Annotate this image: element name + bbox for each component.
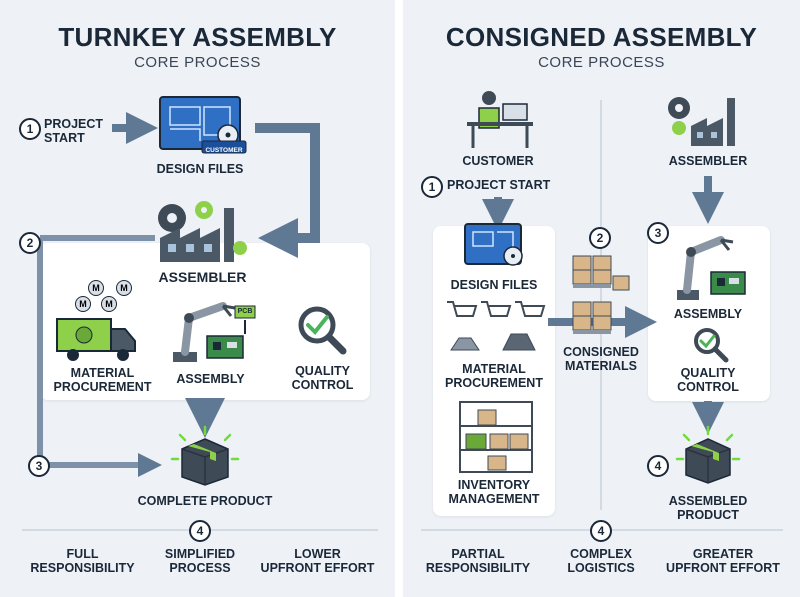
turnkey-title: TURNKEY ASSEMBLY bbox=[58, 22, 337, 52]
consigned-title: CONSIGNED ASSEMBLY bbox=[445, 22, 758, 52]
magnifier-check-icon bbox=[694, 328, 729, 363]
factory-gears-icon bbox=[158, 201, 247, 262]
trait-full-responsibility: FULL RESPONSIBILITY bbox=[30, 547, 135, 575]
assembly-label: ASSEMBLY bbox=[176, 372, 245, 386]
blueprint-icon bbox=[159, 96, 247, 154]
assembled-product-label: ASSEMBLED PRODUCT bbox=[668, 494, 748, 522]
step-4-footer-badge-right: 4 bbox=[590, 520, 612, 542]
customer-label: CUSTOMER bbox=[462, 154, 534, 168]
robot-arm-icon bbox=[173, 302, 256, 362]
step-3-badge: 3 bbox=[28, 455, 50, 477]
material-coin-icon: M bbox=[116, 280, 132, 296]
magnifier-check-icon bbox=[298, 306, 347, 355]
glowing-box-icon bbox=[170, 425, 240, 486]
arrow-design-to-assembler bbox=[255, 123, 320, 258]
robot-arm-icon bbox=[677, 236, 746, 300]
assembly-label-right: ASSEMBLY bbox=[673, 307, 743, 321]
step-1-badge: 1 bbox=[19, 118, 41, 140]
material-coin-icon: M bbox=[101, 296, 117, 312]
quality-control-label: QUALITY CONTROL bbox=[291, 364, 354, 392]
consigned-panel: CONSIGNED ASSEMBLY CORE PROCESS CUSTOMER bbox=[403, 0, 800, 597]
trait-greater-upfront-effort: GREATER UPFRONT EFFORT bbox=[666, 547, 780, 575]
step-4-badge-right: 4 bbox=[647, 455, 669, 477]
shopping-carts-icon bbox=[447, 301, 546, 351]
turnkey-panel: TURNKEY ASSEMBLY CORE PROCESS 1 PROJECT … bbox=[0, 0, 395, 597]
customer-tag: CUSTOMER bbox=[205, 147, 243, 154]
design-files-label: DESIGN FILES bbox=[156, 162, 244, 176]
material-procurement-label: MATERIAL PROCUREMENT bbox=[53, 366, 152, 394]
consigned-materials-label: CONSIGNED MATERIALS bbox=[563, 345, 639, 373]
consigned-subtitle: CORE PROCESS bbox=[538, 54, 665, 71]
step-3-badge-right: 3 bbox=[647, 222, 669, 244]
step-2-badge-right: 2 bbox=[589, 227, 611, 249]
project-start-label: PROJECT START bbox=[44, 117, 104, 145]
turnkey-subtitle: CORE PROCESS bbox=[134, 54, 261, 71]
material-procurement-label-right: MATERIAL PROCUREMENT bbox=[445, 362, 543, 390]
complete-product-label: COMPLETE PRODUCT bbox=[137, 494, 273, 508]
quality-control-label-right: QUALITY CONTROL bbox=[677, 366, 739, 394]
customer-at-desk-icon bbox=[467, 91, 533, 148]
delivery-truck-icon bbox=[56, 318, 136, 361]
trait-lower-upfront-effort: LOWER UPFRONT EFFORT bbox=[260, 547, 375, 575]
material-coin-icon: M bbox=[88, 280, 104, 296]
trait-partial-responsibility: PARTIAL RESPONSIBILITY bbox=[425, 547, 531, 575]
project-start-label-right: PROJECT START bbox=[447, 178, 551, 192]
assembler-side-card bbox=[648, 226, 770, 401]
glowing-box-icon bbox=[675, 425, 741, 484]
assembler-label-right: ASSEMBLER bbox=[668, 154, 748, 168]
pcb-tag: PCB bbox=[237, 308, 253, 315]
trait-simplified-process: SIMPLIFIED PROCESS bbox=[164, 547, 236, 575]
assembler-label: ASSEMBLER bbox=[158, 269, 247, 285]
trait-complex-logistics: COMPLEX LOGISTICS bbox=[567, 547, 635, 575]
step-2-badge: 2 bbox=[19, 232, 41, 254]
step-1-badge-right: 1 bbox=[421, 176, 443, 198]
step-4-badge: 4 bbox=[189, 520, 211, 542]
inventory-shelves-icon bbox=[459, 401, 533, 473]
inventory-management-label: INVENTORY MANAGEMENT bbox=[448, 478, 540, 506]
design-files-label-right: DESIGN FILES bbox=[450, 278, 538, 292]
factory-gears-icon bbox=[668, 97, 735, 146]
pallet-boxes-icon bbox=[572, 255, 630, 334]
blueprint-icon bbox=[464, 223, 523, 266]
material-coin-icon: M bbox=[75, 296, 91, 312]
